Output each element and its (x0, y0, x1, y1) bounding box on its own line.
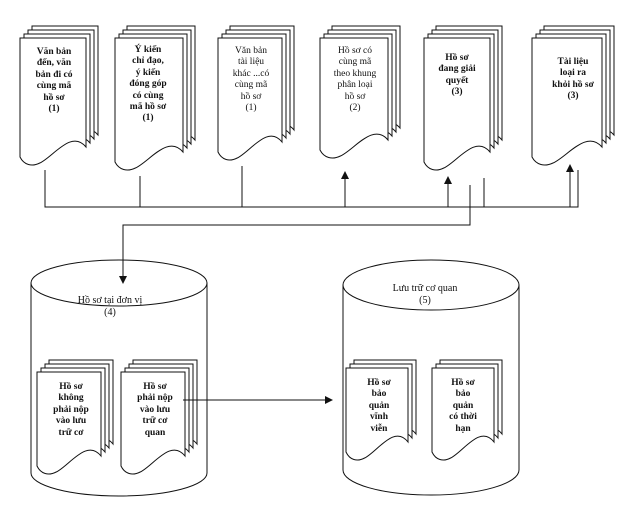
collector-line (44, 170, 579, 208)
unit-doc-1-shape (36, 359, 114, 475)
doc-5-label: Hồ sơ đang giải quyết (3) (438, 53, 476, 98)
archive-doc-2-shape (431, 359, 503, 461)
doc-2-label: Ý kiến chỉ đạo, ý kiến đóng góp có cùng … (129, 45, 167, 124)
archive-doc-2-label: Hồ sơ bảo quản có thời hạn (449, 378, 477, 434)
unit-doc-1-label: Hồ sơ không phải nộp vào lưu trữ cơ (53, 382, 89, 438)
doc-1-label: Văn bản đến, văn bản đi có cùng mã hồ sơ… (35, 47, 73, 114)
archive-doc-1-label: Hồ sơ bảo quản vĩnh viễn (367, 378, 391, 434)
flow-to-unit-store (119, 185, 471, 284)
doc-5-shape (423, 25, 503, 171)
agency-archive-cylinder (342, 259, 520, 496)
agency-archive-title: Lưu trữ cơ quan (5) (392, 283, 458, 306)
doc-1-shape (19, 25, 99, 166)
doc-2-shape (114, 25, 196, 171)
doc-4-label: Hồ sơ có cùng mã theo khung phân loại hồ… (333, 46, 377, 113)
doc-6-shape (531, 25, 615, 166)
archive-doc-1-shape (345, 359, 417, 461)
doc-3-label: Văn bản tài liệu khác ...có cùng mã hồ s… (232, 46, 270, 113)
unit-doc-2-label: Hồ sơ phải nộp vào lưu trữ cơ quan (137, 382, 173, 438)
doc-6-label: Tài liệu loại ra khỏi hồ sơ (3) (552, 57, 594, 102)
doc-4-shape (319, 25, 401, 159)
unit-doc-2-shape (120, 359, 198, 475)
doc-3-shape (217, 25, 295, 161)
unit-store-title: Hồ sơ tại đơn vị (4) (77, 295, 143, 318)
